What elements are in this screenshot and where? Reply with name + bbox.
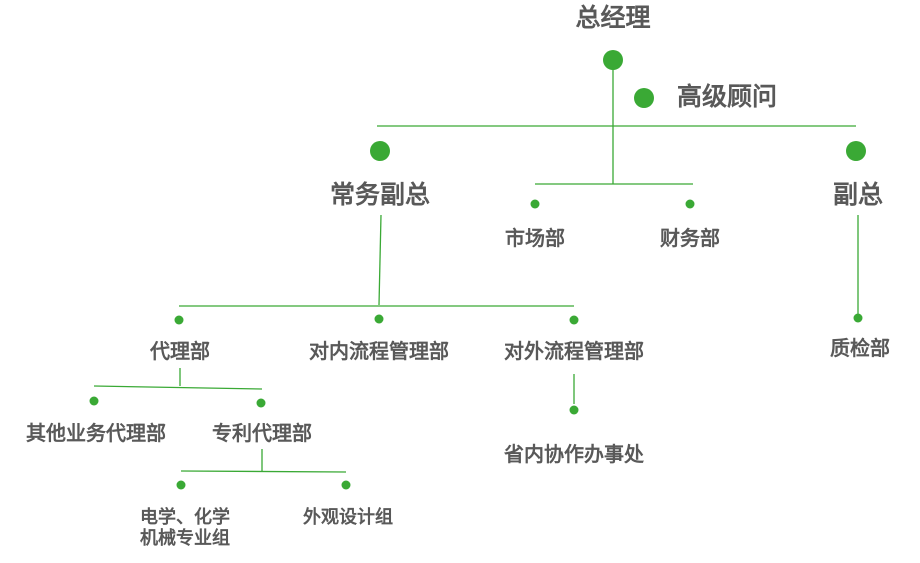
ee-chem-mech-label: 电学、化学 机械专业组 [140,507,230,549]
patent-agency-node-dot [256,398,266,408]
other-agency-label: 其他业务代理部 [26,421,166,445]
external-flow-node-dot [569,315,579,325]
design-group-label: 外观设计组 [303,507,393,528]
market-label: 市场部 [505,226,565,250]
market-node-dot [530,199,540,209]
ceo-label: 总经理 [575,3,651,32]
ee-chem-mech-node-dot [176,480,186,490]
advisor-label: 高级顾问 [676,82,778,111]
exec-vp-label: 常务副总 [329,180,431,209]
qc-node-dot [853,313,863,323]
agency-branch-line [93,385,263,390]
agency-label: 代理部 [150,339,210,363]
patent-agency-label: 专利代理部 [212,421,312,445]
external-flow-label: 对外流程管理部 [504,339,644,363]
finance-node-dot [685,199,695,209]
finance-label: 财务部 [660,226,720,250]
qc-label: 质检部 [830,336,890,360]
provincial-office-node-dot [569,405,579,415]
patent-agency-branch-line [180,470,347,473]
vp-node-dot [846,141,866,161]
other-agency-node-dot [89,396,99,406]
exec-vp-trunk-line [378,214,382,306]
ceo-node-dot [603,50,623,70]
agency-node-dot [174,315,184,325]
internal-flow-node-dot [374,314,384,324]
internal-flow-label: 对内流程管理部 [309,339,449,363]
design-group-node-dot [341,480,351,490]
provincial-office-label: 省内协作办事处 [504,442,644,466]
vp-label: 副总 [832,180,884,209]
exec-vp-node-dot [370,141,390,161]
advisor-node-dot [634,88,654,108]
